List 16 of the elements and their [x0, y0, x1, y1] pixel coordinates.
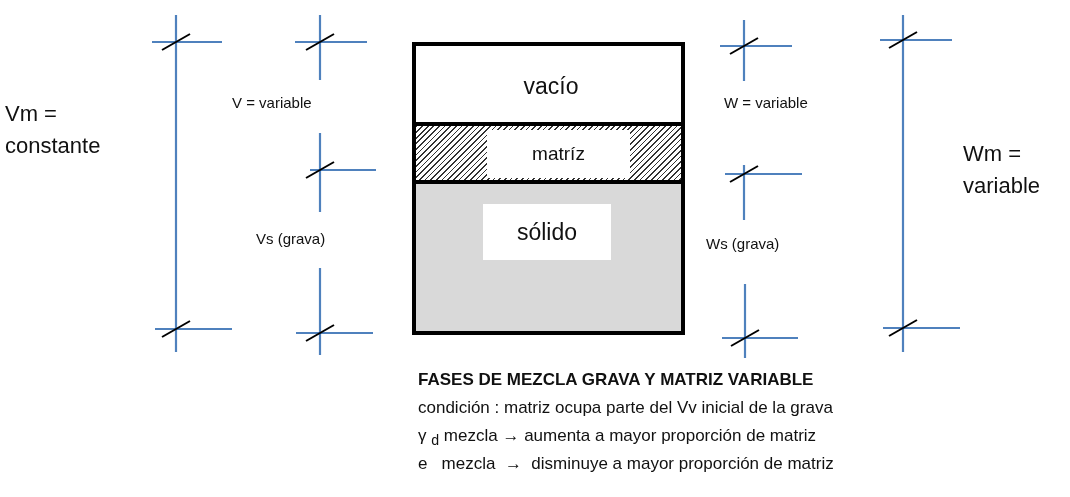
dimension-label: V = variable — [232, 94, 312, 111]
dimension-label: Vm = constante — [5, 100, 102, 160]
diagram-title: FASES DE MEZCLA GRAVA Y MATRIZ VARIABLE — [418, 370, 814, 390]
note-text: e mezcla → disminuye a mayor proporción de matriz — [418, 454, 834, 474]
phase-label: matríz — [487, 130, 630, 178]
solid-phase — [416, 184, 681, 331]
phase-label: sólido — [483, 204, 611, 260]
dimension-label: Wm = variable — [963, 140, 1042, 200]
dimension-label: W = variable — [724, 94, 808, 111]
note-text: γ $_{d}$ mezcla → aumenta a mayor proporción de matriz — [418, 426, 817, 449]
phase-label: vacío — [522, 71, 580, 101]
dimension-label: Ws (grava) — [706, 235, 780, 252]
matrix-phase — [416, 126, 681, 184]
phase-diagram-box — [412, 42, 685, 335]
note-text: condición : matriz ocupa parte del Vv inicial de la grava — [418, 398, 833, 418]
dimension-label: Vs (grava) — [256, 230, 326, 247]
